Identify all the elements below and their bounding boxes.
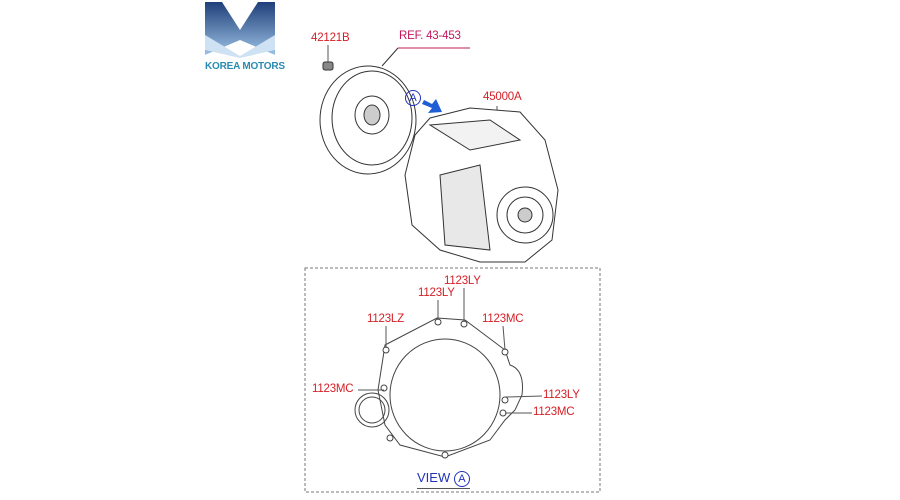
torque-converter: [319, 65, 417, 175]
part-label-view[interactable]: 1123MC: [312, 383, 354, 395]
gasket-plate: [354, 317, 523, 459]
part-label-view[interactable]: 1123LY: [444, 275, 481, 287]
part-label-view[interactable]: 1123LZ: [367, 313, 404, 325]
part-label-view[interactable]: 1123MC: [482, 313, 524, 325]
view-title: VIEW: [417, 470, 451, 485]
part-label-bolt[interactable]: 42121B: [311, 32, 350, 44]
view-direction-arrow: [422, 99, 442, 113]
transmission-assembly: [404, 107, 559, 263]
view-a-caption: VIEW A: [417, 470, 470, 489]
view-marker-circle: A: [405, 90, 421, 106]
part-label-view[interactable]: 1123LY: [418, 287, 455, 299]
view-a-frame: [304, 267, 601, 493]
view-marker-circle: A: [453, 471, 470, 487]
brand-name: KOREA MOTORS: [205, 61, 285, 72]
part-label-view[interactable]: 1123LY: [543, 389, 580, 401]
korea-motors-logo: [205, 2, 275, 58]
bolt-42121B: [322, 45, 334, 71]
part-label-view[interactable]: 1123MC: [533, 406, 575, 418]
part-label-torque-converter-ref[interactable]: REF. 43-453: [399, 30, 461, 42]
part-label-transmission[interactable]: 45000A: [483, 91, 522, 103]
